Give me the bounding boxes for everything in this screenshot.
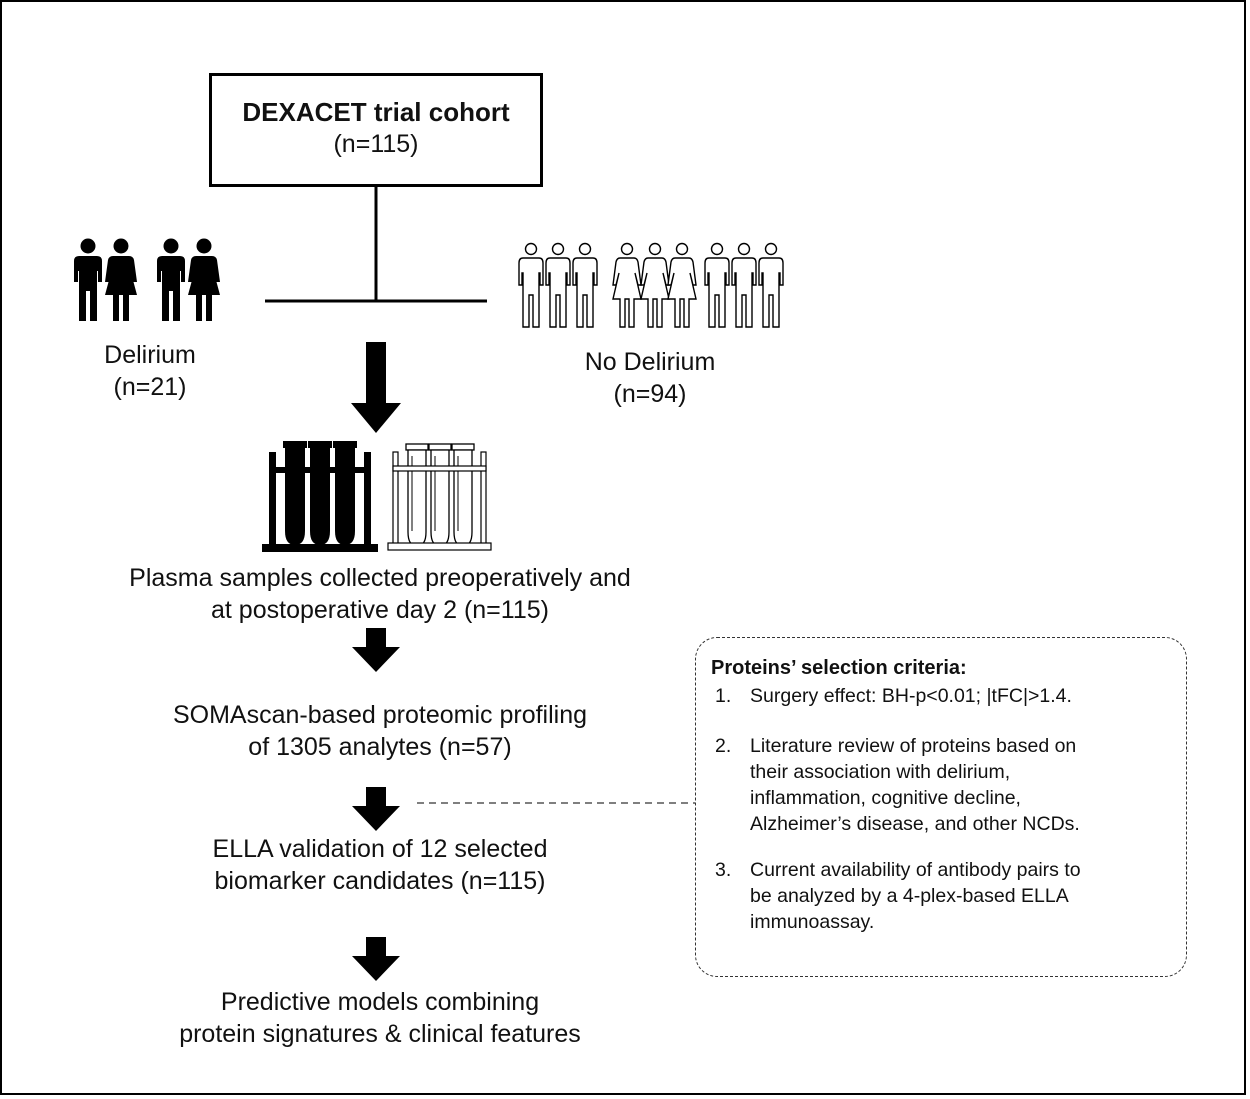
step-somascan: SOMAscan-based proteomic profiling of 13… <box>70 699 690 763</box>
criteria-text: be analyzed by a 4-plex-based ELLA <box>750 885 1069 907</box>
step-somascan-line1: SOMAscan-based proteomic profiling <box>172 701 588 729</box>
step-ella-line2: biomarker candidates (n=115) <box>214 867 546 895</box>
criteria-text: Literature review of proteins based on <box>750 735 1077 757</box>
criteria-text: immunoassay. <box>750 911 875 933</box>
selection-criteria-box: Proteins’ selection criteria: 1. Surgery… <box>695 637 1187 977</box>
no-delirium-group: No Delirium (n=94) <box>545 346 755 410</box>
delirium-tubes-icon <box>262 441 378 552</box>
step-models-line2: protein signatures & clinical features <box>179 1020 581 1048</box>
down-arrow-4 <box>352 937 400 981</box>
criteria-text: their association with delirium, <box>750 761 1011 783</box>
down-arrow-3 <box>352 787 400 831</box>
step-ella-line1: ELLA validation of 12 selected <box>212 835 548 863</box>
delirium-people-icon <box>74 238 220 321</box>
no-delirium-tubes-icon <box>387 443 492 551</box>
delirium-count: (n=21) <box>113 373 187 401</box>
criteria-number: 1. <box>715 685 732 707</box>
criteria-text: Alzheimer’s disease, and other NCDs. <box>750 813 1080 835</box>
criteria-text: inflammation, cognitive decline, <box>750 787 1021 809</box>
cohort-count: (n=115) <box>333 130 419 158</box>
cohort-title: DEXACET trial cohort <box>242 97 510 127</box>
criteria-heading: Proteins’ selection criteria: <box>711 657 967 679</box>
down-arrow-2 <box>352 628 400 672</box>
delirium-group: Delirium (n=21) <box>60 339 240 403</box>
step-plasma-samples: Plasma samples collected preoperatively … <box>70 562 690 626</box>
cohort-box: DEXACET trial cohort (n=115) <box>209 73 543 187</box>
step-somascan-line2: of 1305 analytes (n=57) <box>248 733 512 761</box>
no-delirium-count: (n=94) <box>613 380 687 408</box>
no-delirium-label: No Delirium <box>584 348 716 376</box>
delirium-label: Delirium <box>104 341 196 369</box>
step-models-line1: Predictive models combining <box>220 988 540 1016</box>
step-plasma-line1: Plasma samples collected preoperatively … <box>129 564 631 592</box>
criteria-number: 2. <box>715 735 732 757</box>
criteria-number: 3. <box>715 859 732 881</box>
step-plasma-line2: at postoperative day 2 (n=115) <box>211 596 549 624</box>
no-delirium-people-icon <box>518 242 784 328</box>
step-predictive-models: Predictive models combining protein sign… <box>60 986 700 1050</box>
criteria-text: Surgery effect: BH-p<0.01; |tFC|>1.4. <box>750 685 1072 707</box>
down-arrow-1 <box>351 342 401 433</box>
step-ella-validation: ELLA validation of 12 selected biomarker… <box>70 833 690 897</box>
criteria-text: Current availability of antibody pairs t… <box>750 859 1081 881</box>
